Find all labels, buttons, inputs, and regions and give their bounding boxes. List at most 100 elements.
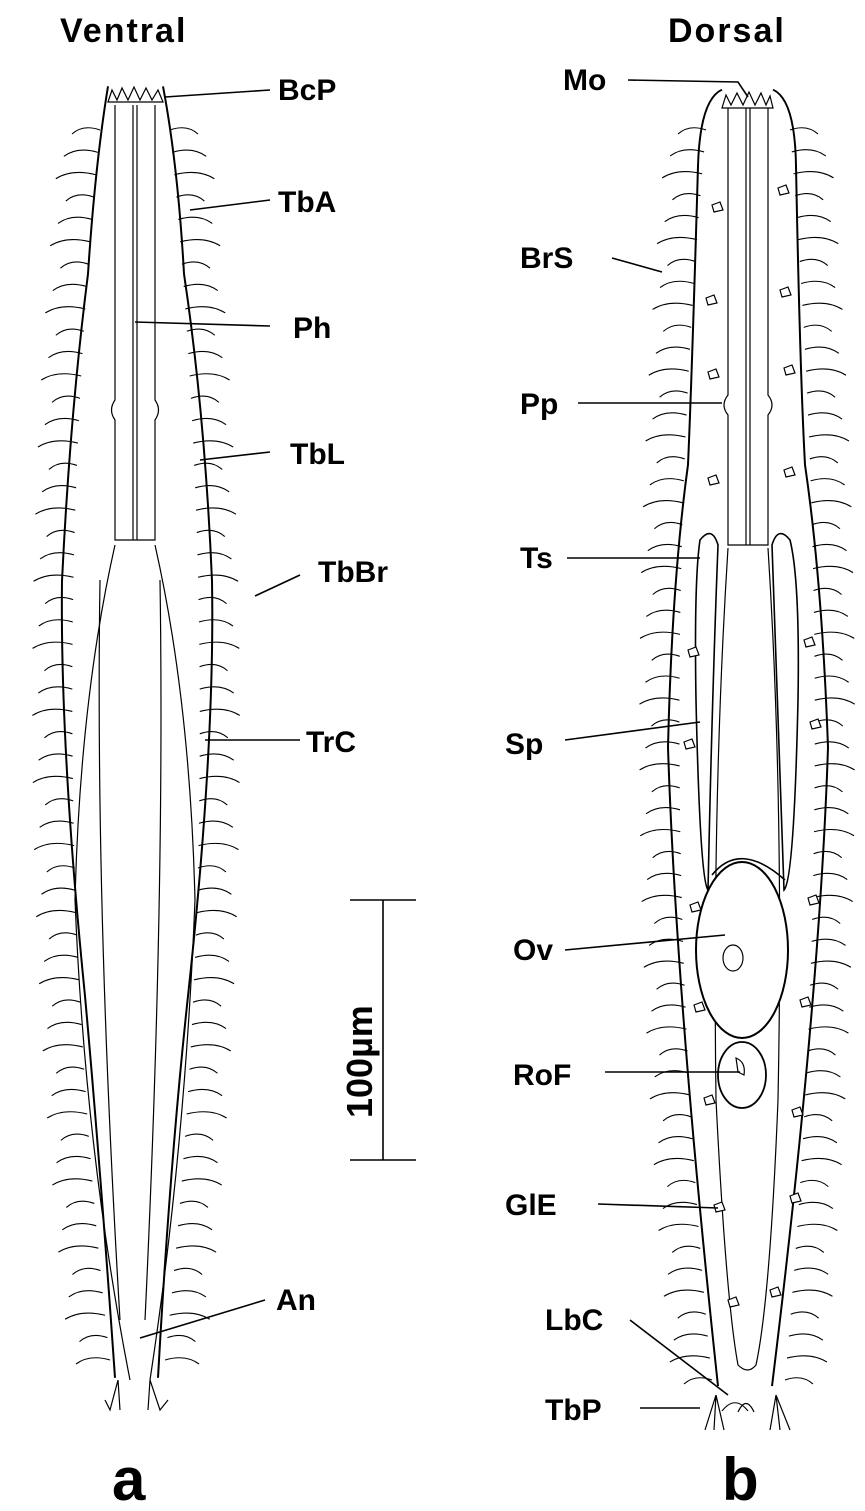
bristle	[174, 172, 214, 178]
bristle	[652, 1005, 686, 1011]
label-ts: Ts	[520, 542, 553, 575]
bristle	[47, 530, 75, 536]
bristle	[194, 463, 222, 469]
gland-mark	[694, 1002, 705, 1012]
bristle	[36, 910, 76, 916]
bristle	[50, 240, 90, 246]
bristle	[198, 866, 226, 872]
bristle	[47, 866, 75, 872]
bristle	[792, 1290, 832, 1296]
scale-bar-label: 100µm	[339, 1005, 380, 1118]
label-ph: Ph	[293, 312, 331, 345]
bristle	[814, 632, 854, 638]
bristle	[200, 776, 240, 782]
bristle	[47, 1022, 81, 1028]
bristle	[49, 463, 77, 469]
bristle	[34, 843, 74, 849]
panel-letter-a: a	[112, 1446, 146, 1511]
mouth-crown	[722, 92, 773, 108]
label-an: An	[276, 1284, 316, 1317]
bristle	[58, 1246, 98, 1252]
label-tbl: TbL	[290, 438, 345, 471]
buccal-crown	[108, 87, 163, 102]
bristle	[795, 194, 823, 200]
bristle	[813, 566, 853, 572]
bristle	[815, 698, 855, 704]
bristle	[643, 501, 683, 507]
label-bcp: BcP	[278, 74, 336, 107]
bristle	[48, 351, 82, 357]
dorsal-outline-left	[668, 90, 722, 1386]
bristle	[659, 1224, 699, 1230]
bristle	[787, 1356, 827, 1362]
bristle	[670, 1356, 710, 1362]
bristle	[668, 259, 696, 265]
bristle	[813, 544, 847, 550]
bristle	[805, 347, 839, 353]
gland-mark	[690, 902, 701, 912]
ovum	[696, 862, 788, 1038]
bristle	[176, 1246, 216, 1252]
bristle	[674, 1334, 708, 1340]
bristle	[650, 479, 684, 485]
bristle	[644, 961, 684, 967]
bristle	[640, 764, 680, 770]
label-trc: TrC	[306, 726, 356, 759]
bristle	[182, 262, 210, 268]
bristle	[190, 374, 230, 380]
bristle	[176, 195, 204, 201]
bristle	[789, 1334, 823, 1340]
bristle	[648, 544, 682, 550]
bristle	[812, 522, 840, 528]
bristle	[33, 642, 73, 648]
bristle	[72, 128, 100, 134]
bristle	[814, 610, 848, 616]
gland-mark	[778, 185, 789, 195]
bristle	[814, 830, 854, 836]
bristle	[199, 642, 239, 648]
bristle	[804, 1115, 832, 1121]
panel-title-ventral: Ventral	[60, 12, 187, 50]
bristle	[678, 1312, 706, 1318]
bristle	[810, 457, 838, 463]
bristle	[814, 851, 842, 857]
bristle	[654, 1158, 694, 1164]
bristle	[653, 588, 681, 594]
bristle	[60, 262, 88, 268]
label-brs: BrS	[520, 242, 573, 275]
bristle	[813, 873, 847, 879]
bristle	[660, 391, 688, 397]
bristle	[667, 1180, 695, 1186]
bristle	[808, 1027, 848, 1033]
bristle	[807, 391, 835, 397]
bristle	[187, 1112, 227, 1118]
label-tbp: TbP	[545, 1394, 602, 1427]
bristle	[45, 597, 73, 603]
gland-mark	[688, 647, 699, 657]
bristle	[815, 676, 849, 682]
bristle	[814, 808, 848, 814]
bristle	[52, 1179, 92, 1185]
bristle	[194, 978, 234, 984]
bristle	[188, 351, 222, 357]
bristle	[794, 1268, 828, 1274]
bristle	[41, 374, 81, 380]
gland-mark	[712, 202, 723, 212]
bristle	[45, 418, 79, 424]
bristle	[197, 910, 237, 916]
panel-dorsal: Dorsal M	[505, 12, 855, 1511]
bristle	[58, 217, 92, 223]
bristle	[200, 732, 228, 738]
bristle	[184, 284, 218, 290]
gland-mark	[792, 1107, 803, 1117]
bristle	[79, 1335, 107, 1341]
bristle	[792, 150, 826, 156]
bristle	[650, 1093, 690, 1099]
testis-left	[696, 534, 719, 890]
label-tba: TbA	[278, 186, 336, 219]
gland-mark	[704, 1095, 715, 1105]
gland-mark	[708, 475, 719, 485]
bristle	[178, 217, 212, 223]
bristle	[802, 1158, 842, 1164]
